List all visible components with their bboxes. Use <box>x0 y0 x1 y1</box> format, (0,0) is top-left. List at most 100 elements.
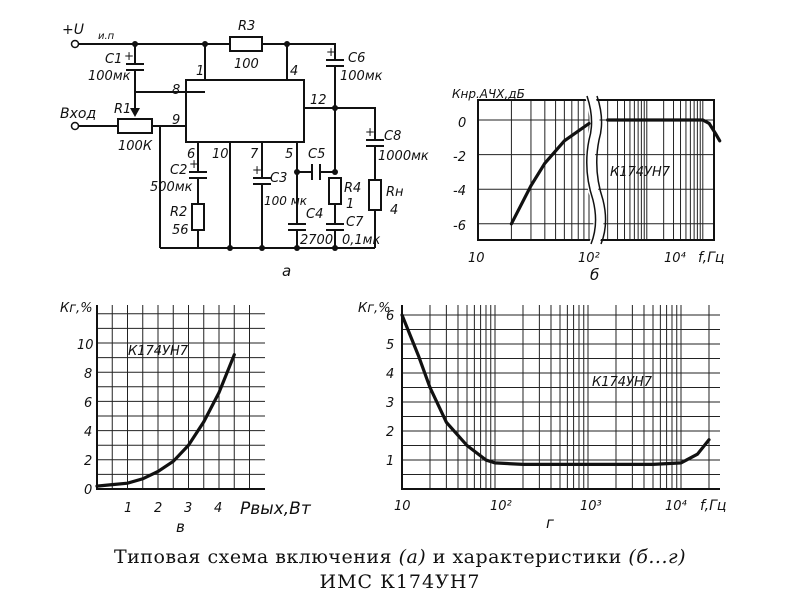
r4-resistor <box>328 177 342 205</box>
plot-c-grid <box>97 305 265 489</box>
plot-c-ytick: 4 <box>84 425 92 440</box>
plot-c-xunit: Рвых,Вт <box>240 499 312 519</box>
plot-b-ylabel: Кнр.АЧХ,дБ <box>452 87 525 101</box>
c3-value: 100 мк <box>264 194 308 208</box>
plot-c-ytick: 10 <box>77 338 94 353</box>
c6-polarity: + <box>326 45 336 59</box>
input-terminal <box>70 121 80 131</box>
c8-polarity: + <box>365 125 375 139</box>
plot-c-ytick: 8 <box>84 367 92 382</box>
plot-b-curve-low <box>509 121 591 226</box>
c2-capacitor <box>189 142 207 204</box>
r3-value: 100 <box>234 57 259 72</box>
pin-1: 1 <box>196 64 204 79</box>
r3-label: R3 <box>238 19 255 34</box>
plot-b-axis-break <box>586 95 607 245</box>
c2-polarity: + <box>189 157 199 171</box>
r2-resistor <box>191 203 205 231</box>
figure-caption-line-2: ИМС К174УН7 <box>319 571 481 593</box>
c7-label: C7 <box>346 215 364 230</box>
c4-label: C4 <box>306 207 323 222</box>
plot-d-ytick: 3 <box>386 396 394 411</box>
caption-text: и характеристики <box>432 546 622 568</box>
plot-b-curve-high <box>606 118 722 143</box>
c7-value: 0,1мк <box>342 233 380 248</box>
plot-c-xtick: 2 <box>154 501 162 516</box>
r1-wiper-arrow <box>130 108 140 117</box>
c4-value: 2700 <box>300 233 333 248</box>
rn-value: 4 <box>390 203 398 218</box>
plot-d-series-label: К174УН7 <box>592 375 653 390</box>
r1-label: R1 <box>114 102 131 117</box>
panel-b-letter: б <box>590 266 599 284</box>
c8-value: 1000мк <box>378 149 429 164</box>
figure-caption-line-1: Типовая схема включения (а) и характерис… <box>0 546 800 568</box>
plot-b-xtick: 10⁴ <box>664 251 687 266</box>
c2-label: C2 <box>170 163 187 178</box>
c8-capacitor <box>366 139 384 180</box>
plot-c-xtick: 1 <box>124 501 132 516</box>
rn-label: Rн <box>386 185 404 200</box>
plot-b-ytick: -6 <box>453 219 466 234</box>
c1-polarity: + <box>124 49 134 63</box>
c3-capacitor <box>253 142 271 248</box>
ic-power-pins <box>204 44 288 80</box>
c8-label: C8 <box>384 129 401 144</box>
r4-label: R4 <box>344 181 361 196</box>
plot-b-xunit: f,Гц <box>698 250 724 266</box>
plot-b-ytick: -4 <box>453 184 466 199</box>
plot-b-ytick: 0 <box>458 116 466 131</box>
figure-canvas: +U и.п R3 100 + C1 100мк 1 4 8 9 12 10 7… <box>60 19 726 536</box>
plot-d-ytick: 6 <box>386 309 394 324</box>
panel-d-letter: г <box>546 514 554 532</box>
plot-d: Кг,% 1 2 3 4 5 6 10 10² 10³ 10⁴ f,Гц К17… <box>358 301 726 532</box>
plot-b-ytick: -2 <box>453 150 466 165</box>
junction <box>227 245 233 251</box>
c6-capacitor <box>326 59 344 86</box>
supply-label: +U <box>62 22 84 38</box>
plot-d-ytick: 4 <box>386 367 394 382</box>
plot-d-xtick: 10 <box>394 499 411 514</box>
plot-d-xtick: 10² <box>490 499 512 514</box>
plot-c-ylabel: Кг,% <box>60 301 93 316</box>
pin-8: 8 <box>172 83 180 98</box>
c1-value: 100мк <box>88 69 131 84</box>
c5-capacitor <box>311 164 321 180</box>
plot-d-ytick: 5 <box>386 338 394 353</box>
panel-c-letter: в <box>176 518 185 536</box>
junction <box>332 169 338 175</box>
output-wire <box>304 107 376 140</box>
c6-label: C6 <box>348 51 365 66</box>
r3-resistor <box>229 36 263 52</box>
plot-c-ytick: 6 <box>84 396 92 411</box>
rn-resistor <box>368 179 382 211</box>
supply-terminal <box>70 39 80 49</box>
junction <box>259 245 265 251</box>
c7-capacitor <box>326 204 344 248</box>
r4-value: 1 <box>346 197 354 212</box>
plot-c-series-label: К174УН7 <box>128 344 189 359</box>
plot-d-xtick: 10⁴ <box>665 499 688 514</box>
plot-d-frame <box>401 305 720 490</box>
plot-d-curve <box>400 313 711 466</box>
c1-label: C1 <box>105 52 122 67</box>
ic-body <box>185 79 305 143</box>
c1-capacitor <box>126 44 205 93</box>
c4-capacitor <box>288 172 306 248</box>
plot-b-xtick: 10 <box>468 251 485 266</box>
pin-6: 6 <box>187 147 195 162</box>
c6-value: 100мк <box>340 69 383 84</box>
caption-ref-b-g: (б...г) <box>628 546 687 568</box>
pin-7: 7 <box>250 147 259 162</box>
plot-d-xtick: 10³ <box>580 499 602 514</box>
panel-a-letter: а <box>282 262 291 280</box>
plot-c-curve <box>95 353 236 488</box>
plot-b-break-fill <box>584 94 604 246</box>
c5-label: C5 <box>308 147 325 162</box>
pin-9: 9 <box>172 113 180 128</box>
r1-value: 100К <box>118 139 153 154</box>
plot-c-ytick: 2 <box>84 454 92 469</box>
plot-c-ytick: 0 <box>84 483 92 498</box>
plot-c-xtick: 3 <box>184 501 192 516</box>
c3-polarity: + <box>252 163 262 177</box>
